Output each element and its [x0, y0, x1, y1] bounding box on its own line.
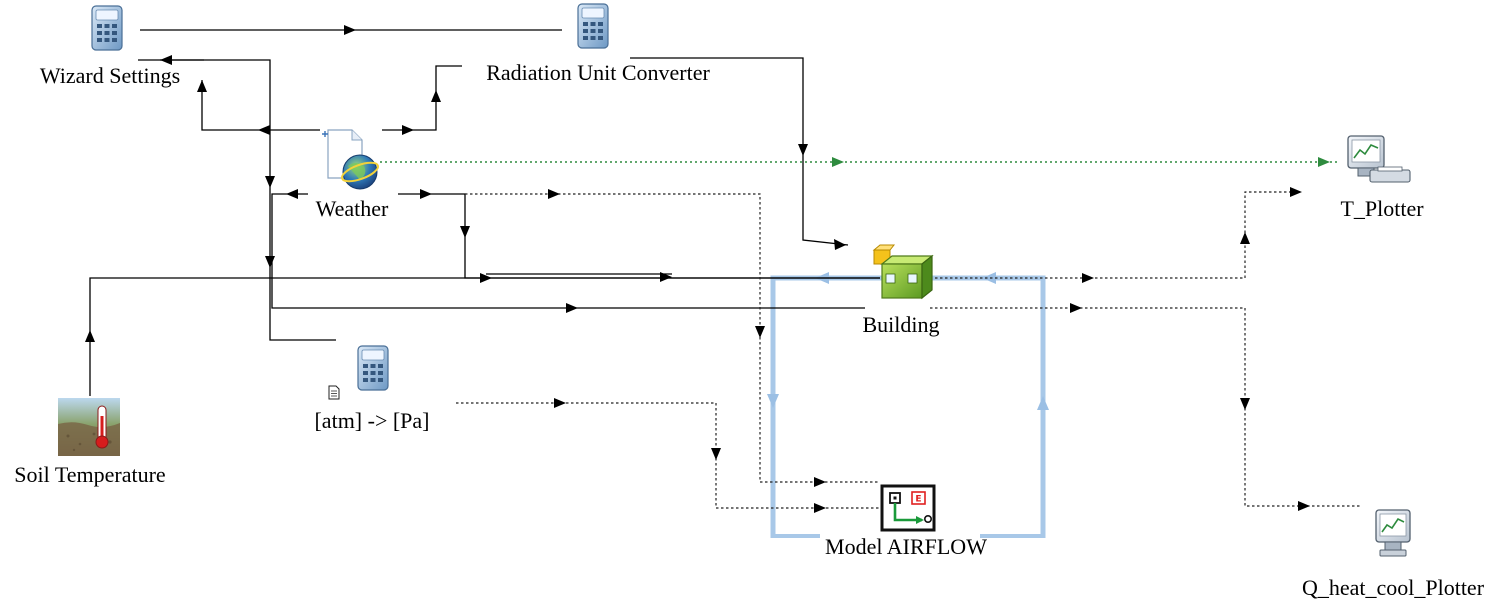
- dotted-links: [456, 191, 1360, 509]
- building-label: Building: [862, 312, 939, 337]
- calculator-icon: [577, 3, 609, 49]
- building-component[interactable]: Building: [862, 244, 940, 337]
- plotter-monitor-icon: [1347, 135, 1411, 183]
- calculator-icon: [91, 5, 123, 51]
- soil-temperature-component[interactable]: Soil Temperature: [14, 398, 166, 487]
- weather-label: Weather: [316, 196, 389, 221]
- weather-data-globe-icon: [322, 129, 380, 190]
- dotted-link-arrows: [548, 187, 1310, 513]
- wizard-settings-component[interactable]: Wizard Settings: [40, 5, 180, 88]
- svg-text:E: E: [915, 495, 921, 505]
- solid-link-arrows: [85, 25, 846, 342]
- building-cube-icon: [872, 244, 934, 300]
- radiation-unit-converter-component[interactable]: Radiation Unit Converter: [486, 3, 710, 85]
- q-heat-cool-plotter-label: Q_heat_cool_Plotter: [1302, 575, 1485, 600]
- solid-links: [89, 29, 880, 396]
- wizard-settings-label: Wizard Settings: [40, 63, 180, 88]
- t-plotter-component[interactable]: T_Plotter: [1340, 135, 1424, 221]
- atm-to-pa-component[interactable]: [atm] -> [Pa]: [314, 345, 430, 433]
- plotter-monitor-icon: [1375, 509, 1411, 557]
- soil-temperature-label: Soil Temperature: [14, 462, 165, 487]
- radiation-unit-converter-label: Radiation Unit Converter: [486, 60, 710, 85]
- calculator-icon: [357, 345, 389, 391]
- t-plotter-label: T_Plotter: [1340, 196, 1424, 221]
- weather-component[interactable]: Weather: [316, 129, 389, 221]
- model-airflow-label: Model AIRFLOW: [825, 534, 987, 559]
- atm-to-pa-label: [atm] -> [Pa]: [314, 408, 429, 433]
- weather-to-plotter-link: [380, 157, 1340, 167]
- model-airflow-component[interactable]: E Model AIRFLOW: [825, 484, 987, 559]
- soil-thermometer-icon: [58, 398, 120, 456]
- q-heat-cool-plotter-component[interactable]: Q_heat_cool_Plotter: [1302, 509, 1485, 600]
- document-icon: [328, 385, 340, 400]
- airflow-model-icon: E: [880, 484, 936, 532]
